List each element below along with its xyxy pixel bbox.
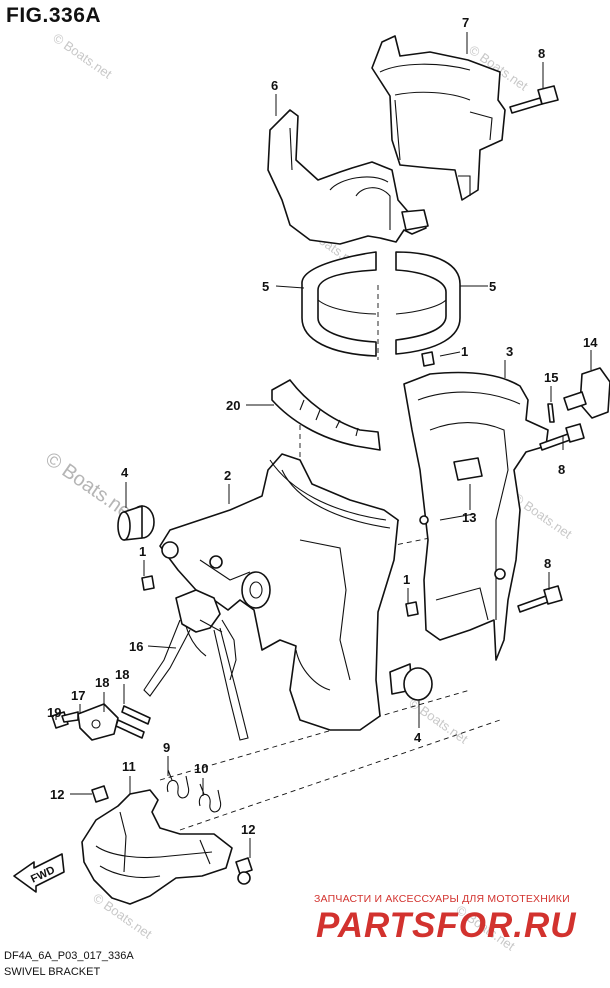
part-13-plate [453,457,483,481]
callout-11: 11 [122,759,136,774]
part-6-swivel-housing [267,109,429,245]
callout-5: 5 [489,279,496,294]
callout-3: 3 [506,344,513,359]
callout-18: 18 [95,675,109,690]
part-4-bushing-right [389,663,433,701]
watermark: © Boats.net [50,30,115,82]
callout-10: 10 [194,761,208,776]
diagram-name: SWIVEL BRACKET [4,966,101,978]
callout-1: 1 [139,544,146,559]
part-12-bolts [91,785,253,885]
callout-2: 2 [224,468,231,483]
shop-tagline: ЗАПЧАСТИ И АКСЕССУАРЫ ДЛЯ МОТОТЕХНИКИ [314,893,570,905]
part-2-swivel-bracket [159,453,399,731]
part-7-upper-clamp [371,35,506,201]
callout-17: 17 [71,688,85,703]
callout-8: 8 [544,556,551,571]
callouts: 7 8 6 5 5 1 3 14 15 20 8 4 2 13 1 1 8 16… [47,15,598,837]
part-16-tilt-lever [143,589,249,741]
part-11-clip [81,789,233,905]
figure-title: FIG.336A [6,4,102,27]
callout-4: 4 [414,730,422,745]
callout-5: 5 [262,279,269,294]
callout-9: 9 [163,740,170,755]
callout-8: 8 [538,46,545,61]
part-4-bushing-left [117,505,155,541]
callout-12: 12 [241,822,255,837]
part-3-stern-bracket [403,371,549,661]
callout-14: 14 [583,335,598,350]
callout-13: 13 [462,510,476,525]
callout-20: 20 [226,398,240,413]
part-8-bolt-top [509,85,559,114]
part-20-wear-plate [271,379,381,451]
shop-logo: PARTSFOR.RU [316,906,577,945]
part-8-bolt-low [517,585,563,613]
callout-18: 18 [115,667,129,682]
callout-4: 4 [121,465,129,480]
part-9-spring [166,769,190,799]
leader-lines [55,32,592,858]
part-15-pin [547,403,555,423]
callout-12: 12 [50,787,64,802]
callout-8: 8 [558,462,565,477]
callout-16: 16 [129,639,143,654]
callout-6: 6 [271,78,278,93]
callout-1: 1 [461,344,468,359]
part-18-rod [115,705,151,739]
part-5-bushing [301,251,461,357]
callout-19: 19 [47,705,61,720]
part-17-plate [77,703,119,741]
diagram-code: DF4A_6A_P03_017_336A [4,950,134,962]
callout-7: 7 [462,15,469,30]
part-1-grease-nipples [141,351,435,617]
callout-1: 1 [403,572,410,587]
part-14-knob [563,367,610,419]
callout-15: 15 [544,370,558,385]
fwd-arrow: FWD [13,853,65,893]
